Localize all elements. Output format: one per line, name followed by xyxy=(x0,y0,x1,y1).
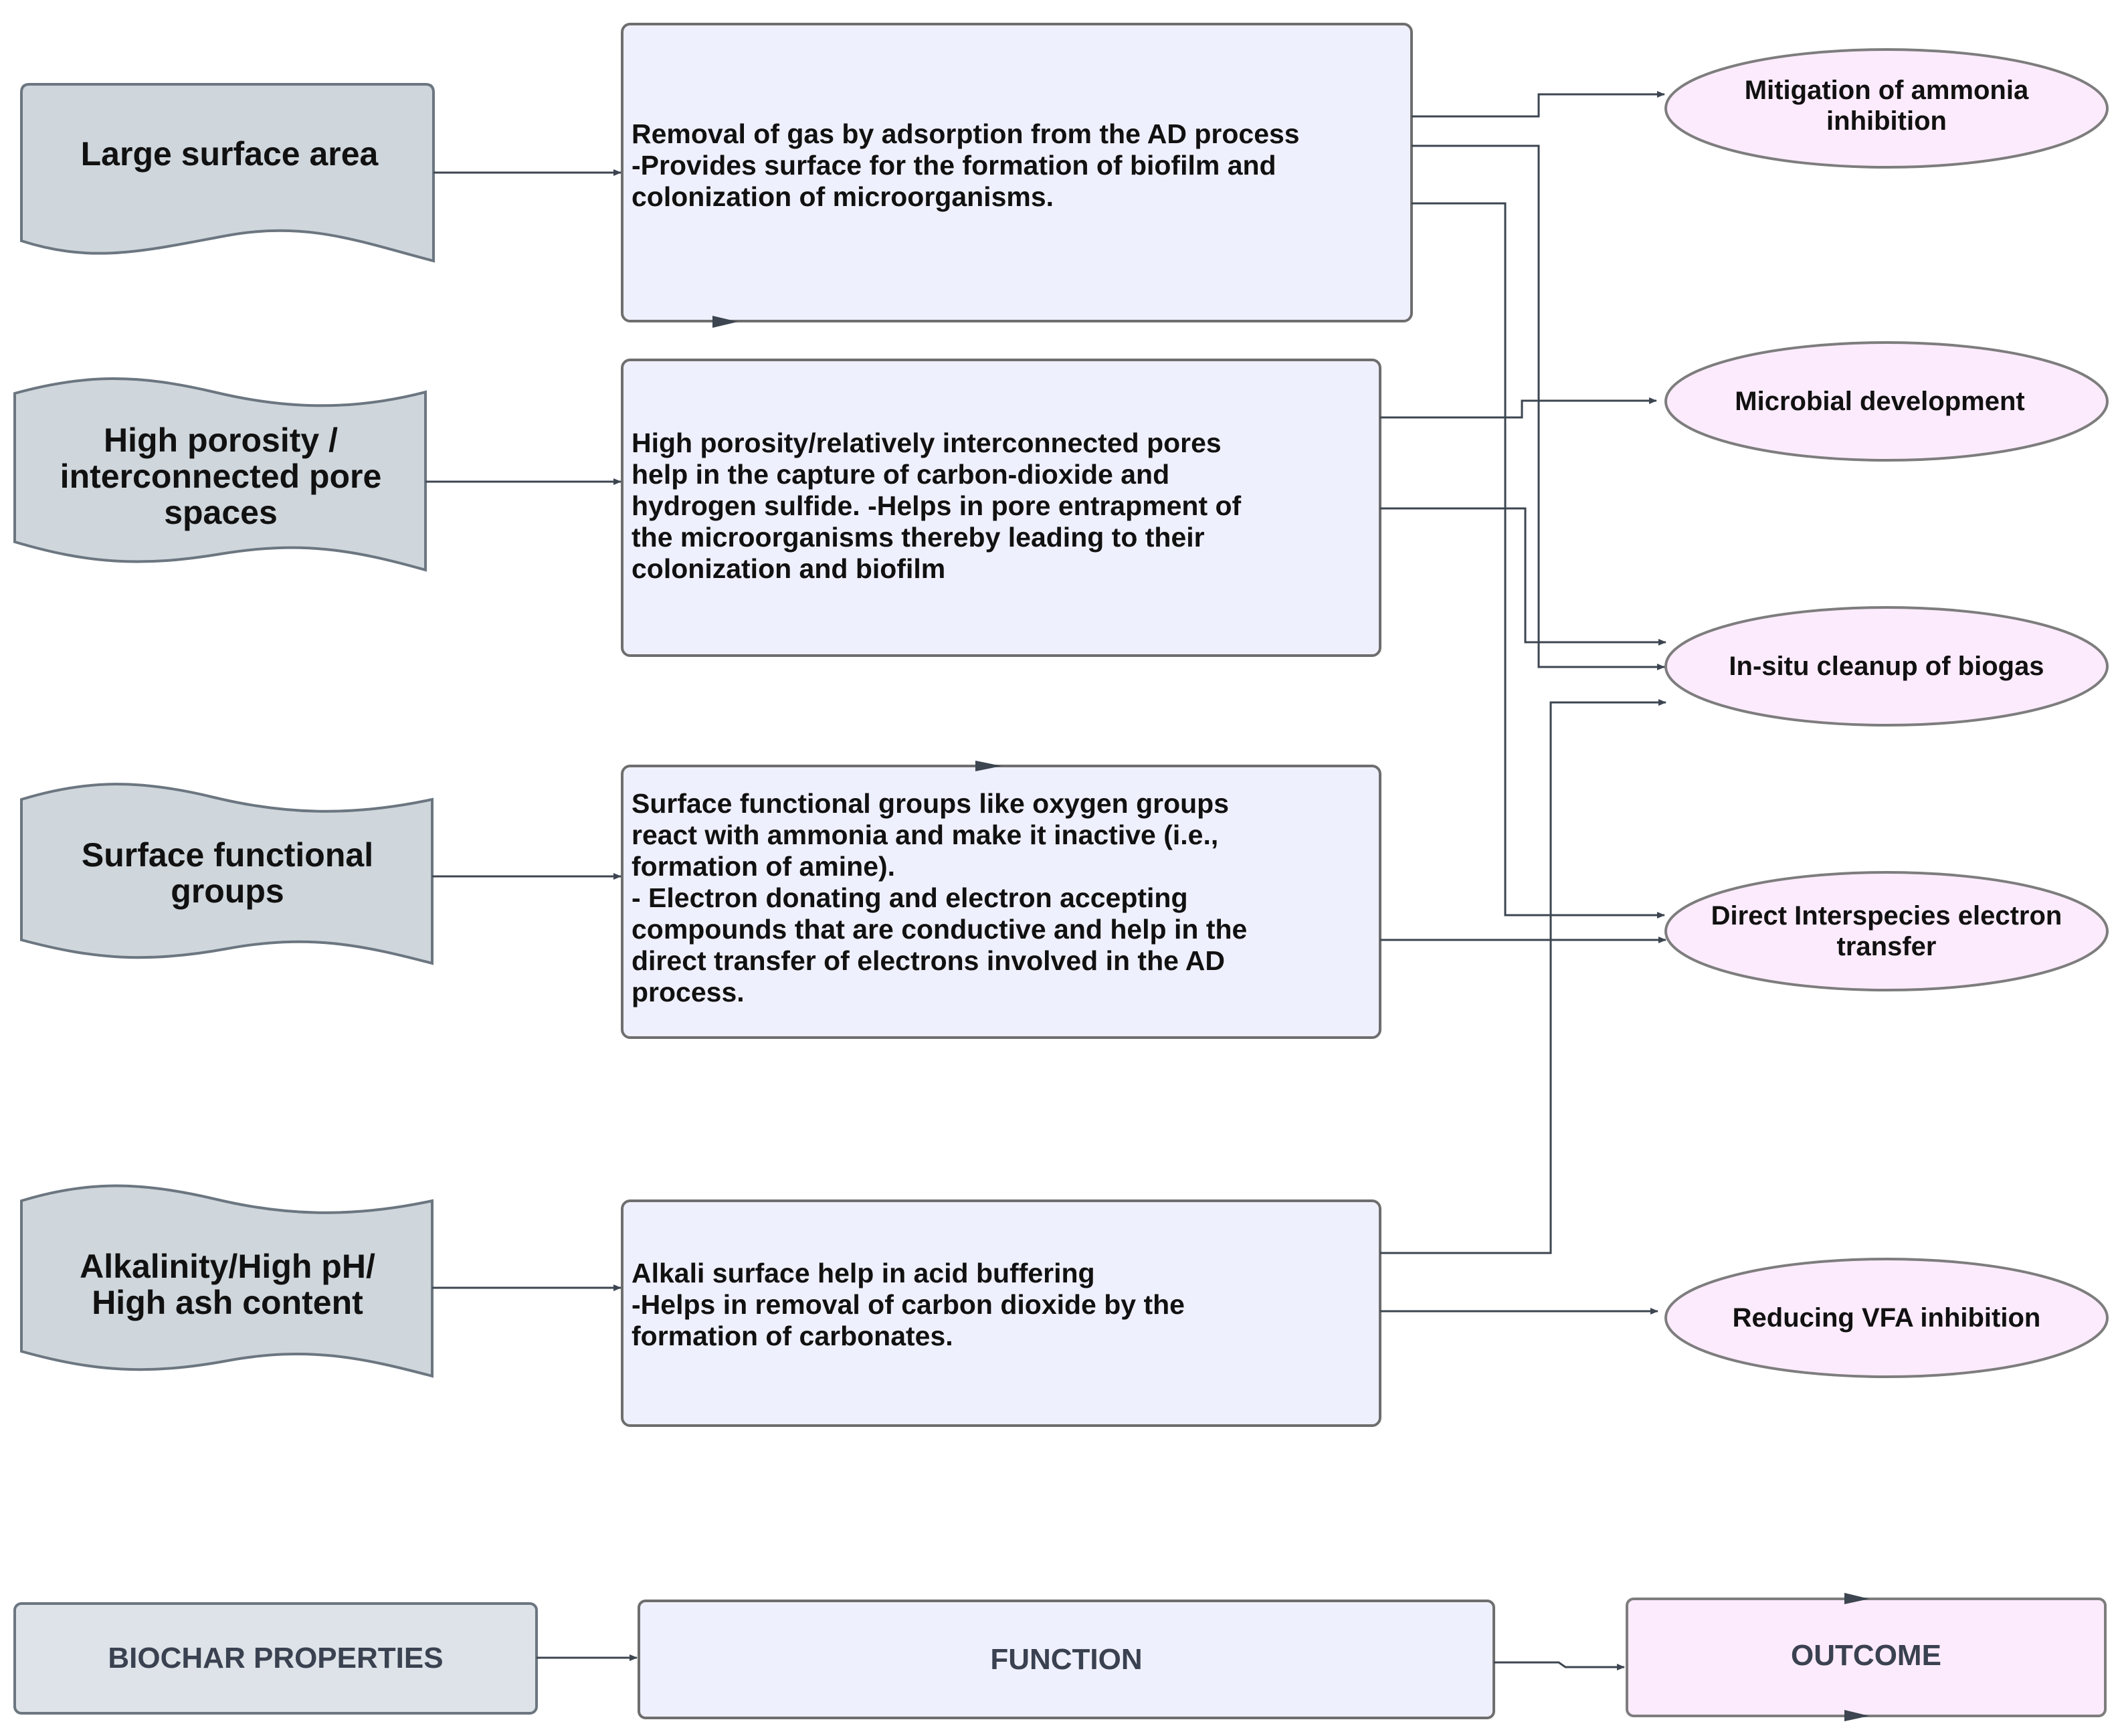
property-label-porosity: High porosity / interconnected pore spac… xyxy=(60,421,382,531)
arrow-f1-to-o4 xyxy=(1412,202,1665,919)
stray-arrowhead-2 xyxy=(975,761,1001,771)
stray-arrowhead-1 xyxy=(712,316,738,328)
legend-shapes xyxy=(13,1598,2107,1719)
outcome-shape-o1 xyxy=(1664,48,2109,169)
outcome-label-o4: Direct Interspecies electron transfer xyxy=(1711,901,2062,961)
stray-arrowheads xyxy=(712,316,1869,1721)
outcome-label-o2: Microbial development xyxy=(1735,387,2025,416)
function-box-f1 xyxy=(621,23,1413,322)
outcome-shape-o5 xyxy=(1664,1258,2109,1378)
connectors xyxy=(425,91,1666,1670)
legend-label-function: FUNCTION xyxy=(990,1642,1143,1676)
property-shape-porosity xyxy=(13,377,427,572)
outcome-shape-o2 xyxy=(1664,341,2109,462)
outcome-shape-o4 xyxy=(1664,871,2109,991)
arrow-legend-function-to-outcome xyxy=(1494,1661,1625,1670)
property-shape-functional xyxy=(20,783,433,965)
function-text-f3: Surface functional groups like oxygen gr… xyxy=(632,788,1248,1007)
function-text-f2: High porosity/relatively interconnected … xyxy=(632,427,1242,584)
function-text-f1: Removal of gas by adsorption from the AD… xyxy=(632,118,1300,212)
arrow-f2-to-o2 xyxy=(1380,397,1657,419)
function-boxes xyxy=(621,23,1413,1427)
function-box-f4 xyxy=(621,1199,1381,1427)
property-shape-surface xyxy=(20,83,435,263)
legend-label-outcome: OUTCOME xyxy=(1791,1639,1941,1672)
arrow-f1-to-o1 xyxy=(1412,91,1665,118)
arrow-f2-to-o3 xyxy=(1380,507,1666,646)
stray-arrowhead-3 xyxy=(1844,1593,1869,1604)
function-text-f4: Alkali surface help in acid buffering -H… xyxy=(632,1258,1185,1351)
outcome-shapes xyxy=(1664,48,2109,1378)
arrow-f4-to-o3 xyxy=(1380,699,1666,1254)
property-label-surface: Large surface area xyxy=(80,135,379,173)
property-label-functional: Surface functional groups xyxy=(81,836,374,910)
outcome-label-o3: In-situ cleanup of biogas xyxy=(1729,652,2044,681)
property-label-alkalinity: Alkalinity/High pH/ High ash content xyxy=(80,1248,375,1321)
arrow-f1-to-o3 xyxy=(1412,144,1665,670)
legend-label-properties: BIOCHAR PROPERTIES xyxy=(108,1642,444,1674)
stray-arrowhead-4 xyxy=(1844,1710,1869,1721)
outcome-shape-o3 xyxy=(1664,606,2109,727)
property-shapes xyxy=(13,83,435,1378)
outcome-label-o5: Reducing VFA inhibition xyxy=(1732,1303,2041,1333)
legend-box-function xyxy=(638,1600,1495,1719)
outcome-label-o1: Mitigation of ammonia inhibition xyxy=(1744,76,2029,136)
